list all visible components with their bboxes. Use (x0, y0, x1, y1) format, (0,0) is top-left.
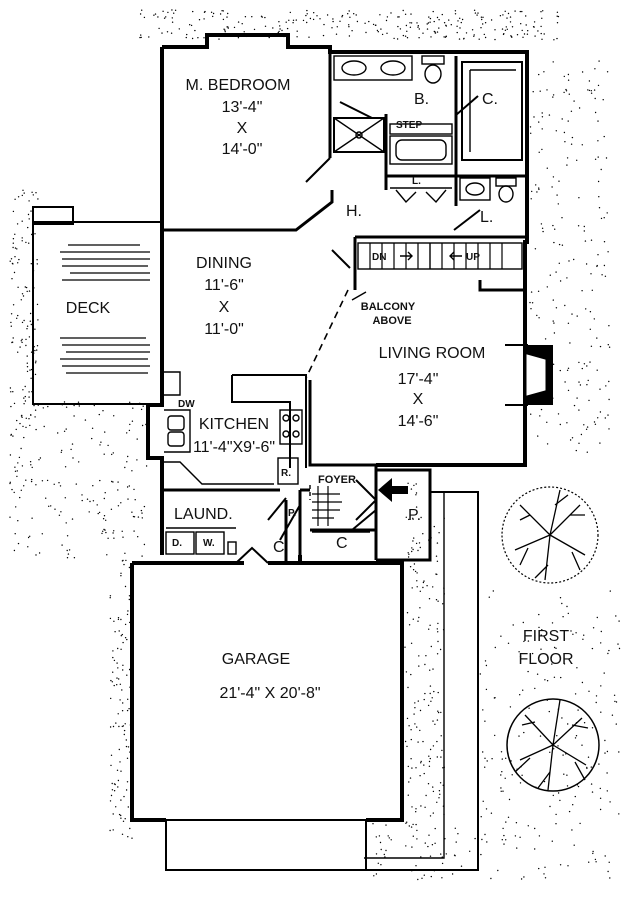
linen-upper-label: L. (412, 176, 421, 187)
interior-walls (162, 52, 527, 563)
garage-dims: 21'-4" X 20'-8" (219, 685, 320, 702)
washer-label: W. (203, 538, 215, 549)
pantry-label: P. (288, 508, 296, 519)
laundry-closet-label: C (273, 539, 285, 556)
kitchen-dims: 11'-4"X9'-6" (193, 439, 275, 456)
balcony-label-line2: ABOVE (372, 315, 411, 327)
master-bedroom-label: M. BEDROOM 13'-4" X 14'-0" (186, 77, 291, 158)
master-bedroom-name: M. BEDROOM (186, 77, 291, 94)
bath-closet-label: C. (482, 91, 498, 108)
floor-label-line2: FLOOR (518, 651, 573, 668)
tree-upper (501, 486, 599, 584)
living-room-depth: 14'-6" (398, 413, 439, 430)
dishwasher-label: DW (178, 399, 195, 410)
deck (32, 206, 162, 405)
master-bedroom-x: X (237, 120, 248, 137)
porch-label: P. (408, 507, 421, 524)
hall-label: H. (346, 203, 362, 220)
dining-label: DINING 11'-6" X 11'-0" (196, 255, 252, 338)
step-label: STEP (396, 120, 422, 131)
living-room-width: 17'-4" (398, 371, 439, 388)
kitchen-name: KITCHEN (199, 416, 269, 433)
foyer-fixtures (312, 478, 408, 533)
deck-label: DECK (66, 300, 111, 317)
linen-hall-label: L. (480, 209, 493, 226)
dining-width: 11'-6" (204, 277, 244, 294)
foyer-closet-label: C (336, 535, 348, 552)
refrigerator-label: R. (281, 468, 291, 479)
stairs-up-label: UP (466, 252, 480, 263)
dining-name: DINING (196, 255, 252, 272)
entry-arrow-icon (378, 478, 408, 502)
door-swings (235, 95, 481, 564)
landscape-stipple (9, 9, 621, 881)
balcony-line (305, 289, 367, 379)
garage-name: GARAGE (222, 651, 290, 668)
master-bedroom-width: 13'-4" (222, 99, 263, 116)
living-room-name: LIVING ROOM (379, 345, 486, 362)
dining-depth: 11'-0" (204, 321, 244, 338)
exterior-walls (130, 33, 529, 822)
laundry-fixtures (165, 527, 237, 555)
stairs (357, 242, 523, 270)
dining-x: X (219, 299, 230, 316)
fireplace (505, 344, 553, 406)
kitchen-fixtures (164, 371, 311, 500)
living-room-label: LIVING ROOM 17'-4" X 14'-6" (379, 345, 486, 430)
master-bedroom-depth: 14'-0" (222, 141, 263, 158)
dryer-label: D. (172, 538, 182, 549)
bath-fixtures (333, 55, 523, 204)
balcony-label-line1: BALCONY (361, 301, 416, 313)
stairs-down-label: DN (372, 252, 386, 263)
laundry-label: LAUND. (174, 506, 233, 523)
floor-label-line1: FIRST (523, 628, 569, 645)
bath-label: B. (414, 91, 429, 108)
tree-lower (506, 698, 600, 792)
living-room-x: X (413, 391, 424, 408)
foyer-label: FOYER (318, 474, 356, 486)
